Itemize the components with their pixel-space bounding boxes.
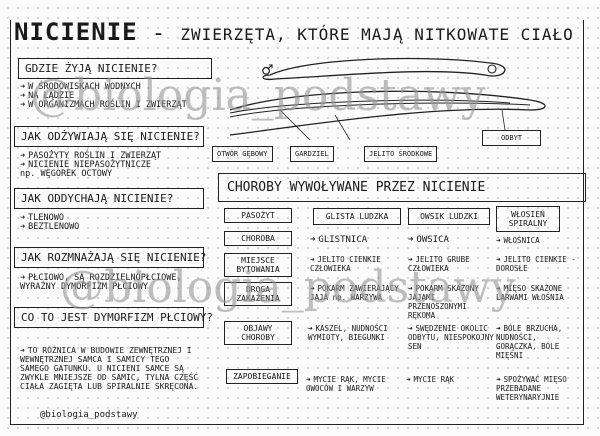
- question-breathing: JAK ODDYCHAJĄ NICIENIE?: [14, 188, 204, 209]
- arrow-icon: ➜: [20, 222, 26, 232]
- arrow-icon: ➜: [308, 324, 313, 333]
- arrow-icon: ➜: [20, 213, 26, 223]
- label-midgut: JELITO ŚRODKOWE: [364, 146, 438, 162]
- column-header-trichinella: WŁOSIEŃ SPIRALNY: [496, 206, 560, 232]
- arrow-icon: ➜: [20, 151, 26, 161]
- label-mouth: OTWÓR GĘBOWY: [212, 146, 273, 162]
- arrow-icon: ➜: [408, 284, 413, 293]
- arrow-icon: ➜: [20, 273, 26, 283]
- title-main: NICIENIE: [14, 18, 138, 46]
- arrow-icon: ➜: [310, 255, 315, 264]
- arrow-icon: ➜: [408, 324, 413, 333]
- answers-where-live: ➜W ŚRODOWISKACH WODNYCH ➜NA LĄDZIE ➜W OR…: [20, 82, 187, 110]
- title-subtitle: ZWIERZĘTA, KTÓRE MAJĄ NITKOWATE CIAŁO: [180, 25, 574, 44]
- cell-disease-0: ➜GLISTNICA: [310, 235, 368, 245]
- watermark-bottom: @biologia_podstawy: [60, 262, 516, 313]
- question-reproduction: JAK ROZMNAŻAJĄ SIĘ NICIENIE?: [14, 247, 206, 268]
- cell-habitat-2: ➜JELITO CIENKIE - DOROSŁE: [496, 255, 576, 273]
- arrow-icon: ➜: [310, 235, 316, 245]
- row-label-habitat: MIEJSCE BYTOWANIA: [224, 253, 292, 277]
- arrow-icon: ➜: [408, 235, 414, 245]
- question-dimorphism: CO TO JEST DYMORFIZM PŁCIOWY?: [14, 307, 213, 328]
- arrow-icon: ➜: [20, 91, 26, 101]
- answers-dimorphism: ➜TO RÓŻNICA W BUDOWIE ZEWNĘTRZNEJ I WEWN…: [20, 346, 199, 391]
- answers-breathing: ➜TLENOWO ➜BEZTLENOWO: [20, 213, 80, 232]
- arrow-icon: ➜: [20, 346, 25, 355]
- label-pharynx: GARDZIEL: [290, 146, 334, 162]
- watermark-top: @biologia_podstawy: [30, 70, 486, 121]
- arrow-icon: ➜: [496, 324, 501, 333]
- arrow-icon: ➜: [20, 160, 26, 170]
- row-label-disease: CHOROBA: [224, 231, 292, 246]
- arrow-icon: ➜: [496, 284, 501, 293]
- cell-symptoms-1: ➜SWĘDZENIE OKOLIC ODBYTU, NIESPOKOJNY SE…: [408, 324, 494, 351]
- arrow-icon: ➜: [406, 375, 411, 384]
- cell-symptoms-0: ➜KASZEL, NUDNOŚCI WYMIOTY, BIEGUNKI: [308, 324, 388, 342]
- arrow-icon: ➜: [310, 284, 315, 293]
- row-label-prevention: ZAPOBIEGANIE: [226, 369, 298, 384]
- male-symbol: ♂: [262, 60, 273, 81]
- answers-reproduction: ➜PŁCIOWO, SĄ ROZDZIELNOPŁCIOWE, WYRAŹNY …: [20, 273, 182, 292]
- arrow-icon: ➜: [496, 255, 501, 264]
- arrow-icon: ➜: [496, 375, 501, 384]
- arrow-icon: ➜: [408, 255, 413, 264]
- page-frame: [10, 20, 584, 425]
- cell-prevention-2: ➜SPOŻYWAĆ MIĘSO PRZEBADANE WETERYNARYJNI…: [496, 375, 567, 402]
- cell-prevention-0: ➜MYCIE RĄK, MYCIE OWOCÓW I WARZYW: [306, 375, 386, 393]
- cell-infection-2: ➜MIĘSO SKAŻONE LARWAMI WŁOŚNIA: [496, 284, 564, 302]
- page-title: NICIENIE - ZWIERZĘTA, KTÓRE MAJĄ NITKOWA…: [14, 18, 574, 46]
- signature: @biologia_podstawy: [40, 410, 138, 420]
- arrow-icon: ➜: [20, 82, 26, 92]
- arrow-icon: ➜: [20, 100, 26, 110]
- row-label-infection: DROGA ZAKAŻENIA: [224, 282, 292, 306]
- row-label-parasite: PASOŻYT: [224, 208, 292, 223]
- diseases-header: CHOROBY WYWOŁYWANE PRZEZ NICIENIE: [218, 173, 586, 202]
- cell-symptoms-2: ➜BÓLE BRZUCHA, NUDNOŚCI, GORĄCZKA, BÓLE …: [496, 324, 563, 360]
- row-label-symptoms: OBJAWY CHOROBY: [224, 321, 292, 345]
- column-header-roundworm: GLISTA LUDZKA: [313, 208, 401, 225]
- cell-prevention-1: ➜MYCIE RĄK: [406, 375, 455, 384]
- cell-infection-1: ➜POKARM SKAŻONY JAJAMI PRZENOSZONYMI RĘK…: [408, 284, 479, 320]
- title-dash: -: [137, 21, 181, 46]
- cell-infection-0: ➜POKARM ZAWIERAJĄCY JAJA np. WARZYWA: [310, 284, 399, 302]
- arrow-icon: ➜: [496, 236, 501, 245]
- label-anus: ODBYT: [482, 130, 542, 146]
- column-header-pinworm: OWSIK LUDZKI: [408, 208, 490, 225]
- cell-habitat-0: ➜JELITO CIENKIE CZŁOWIEKA: [310, 255, 381, 273]
- question-feeding: JAK ODŻYWIAJĄ SIĘ NICIENIE?: [14, 126, 204, 147]
- question-where-live: GDZIE ŻYJĄ NICIENIE?: [18, 58, 212, 79]
- cell-habitat-1: ➜JELITO GRUBE CZŁOWIEKA: [408, 255, 470, 273]
- answers-feeding: ➜PASOŻYTY ROŚLIN I ZWIERZĄT ➜NICIENIE NI…: [20, 151, 162, 179]
- arrow-icon: ➜: [306, 375, 311, 384]
- cell-disease-1: ➜OWSICA: [408, 235, 449, 245]
- cell-disease-2: ➜WŁOŚNICA: [496, 236, 540, 245]
- nematode-diagram-icon: [230, 57, 546, 141]
